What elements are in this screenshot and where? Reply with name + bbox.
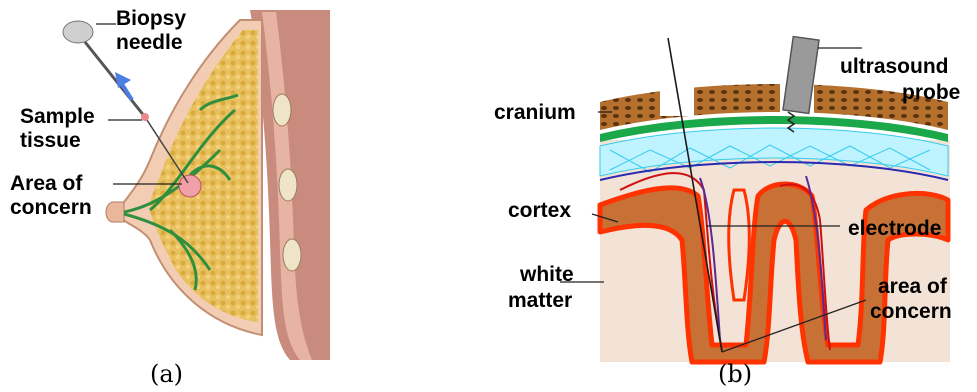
caption-panel-b: (b) — [718, 360, 752, 388]
label-biopsy-needle-line2: needle — [116, 32, 183, 54]
label-white-matter-line1: white — [520, 264, 574, 286]
sulcus-gap — [729, 190, 750, 300]
label-sample-tissue-line2: tissue — [20, 130, 81, 152]
rib — [283, 239, 301, 271]
rib — [279, 169, 297, 201]
label-cortex: cortex — [508, 200, 571, 222]
panel-a-breast-illustration — [63, 10, 330, 360]
label-electrode: electrode — [848, 218, 941, 240]
caption-panel-a: (a) — [150, 360, 183, 388]
burr-hole — [660, 76, 694, 116]
label-biopsy-needle-line1: Biopsy — [116, 8, 186, 30]
label-ultrasound-probe-line2: probe — [902, 82, 960, 104]
breast-lesion — [179, 175, 201, 197]
rib — [273, 94, 291, 126]
label-ultrasound-probe-line1: ultrasound — [840, 56, 949, 78]
label-area-of-concern-a-line2: concern — [10, 197, 92, 219]
label-area-of-concern-b-line1: area of — [878, 276, 947, 298]
label-white-matter-line2: matter — [508, 290, 572, 312]
label-area-of-concern-b-line2: concern — [870, 301, 952, 323]
label-sample-tissue-line1: Sample — [20, 106, 95, 128]
label-cranium: cranium — [494, 102, 576, 124]
nipple — [106, 202, 124, 222]
label-area-of-concern-a-line1: Area of — [10, 173, 82, 195]
retraction-arrow — [115, 72, 132, 100]
